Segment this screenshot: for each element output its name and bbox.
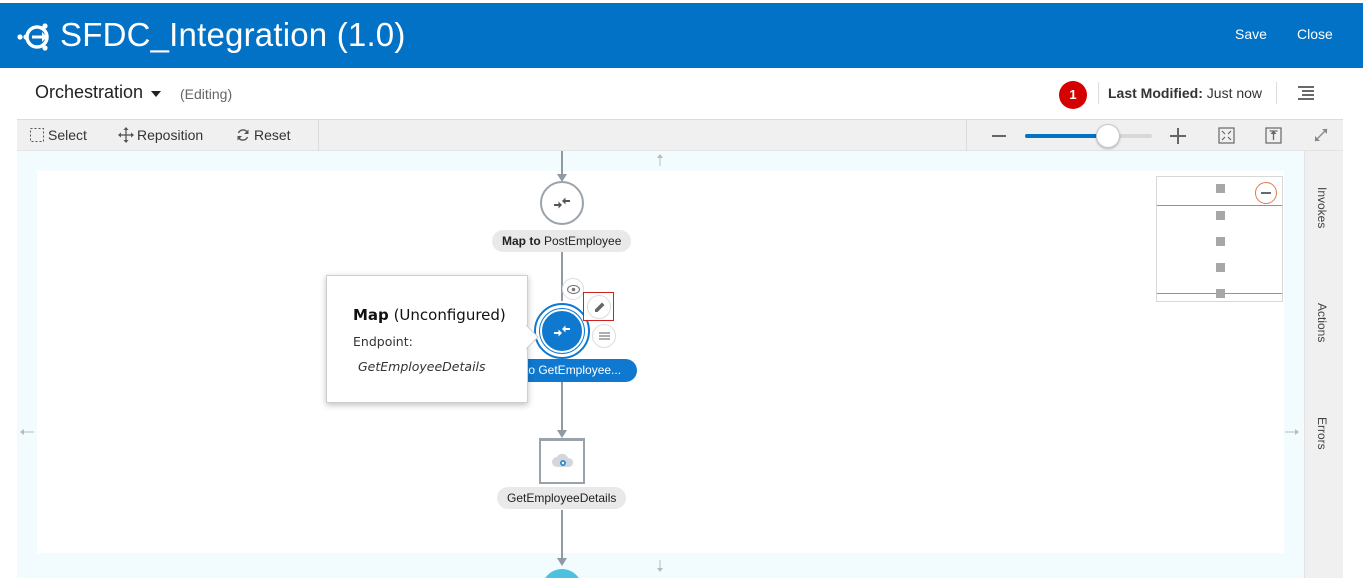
save-button[interactable]: Save xyxy=(1235,26,1267,42)
reposition-tool-button[interactable]: Reposition xyxy=(118,127,203,143)
node-label-rest: PostEmployee xyxy=(540,234,622,248)
zoom-out-icon[interactable] xyxy=(987,126,1011,146)
menu-lines-icon xyxy=(599,332,610,340)
select-marquee-icon xyxy=(30,128,44,142)
node-label-bold: Map to xyxy=(502,234,541,248)
cloud-service-icon xyxy=(552,453,574,467)
orchestration-canvas[interactable]: Map to PostEmployee to GetEmployee... Ge… xyxy=(17,151,1304,578)
minimap[interactable] xyxy=(1156,176,1283,302)
zoom-slider-fill xyxy=(1025,134,1108,138)
zoom-slider-thumb[interactable] xyxy=(1095,124,1120,148)
scroll-right-arrow-icon[interactable] xyxy=(1284,426,1300,438)
popup-endpoint-value: GetEmployeeDetails xyxy=(358,359,486,374)
zoom-slider[interactable] xyxy=(1025,124,1152,148)
node-label-map-post-employee[interactable]: Map to PostEmployee xyxy=(492,230,632,252)
page-title: SFDC_Integration (1.0) xyxy=(60,16,406,53)
reset-label: Reset xyxy=(254,127,291,143)
last-modified-value: Just now xyxy=(1206,85,1263,101)
scroll-down-arrow-icon[interactable] xyxy=(654,559,666,573)
divider xyxy=(966,120,967,151)
minimap-collapse-button[interactable] xyxy=(1255,182,1277,204)
eye-icon xyxy=(567,285,580,294)
map-arrows-icon xyxy=(554,197,570,209)
chevron-down-icon[interactable] xyxy=(151,91,161,97)
minus-icon xyxy=(1261,192,1271,194)
minimap-node xyxy=(1216,263,1225,272)
select-tool-button[interactable]: Select xyxy=(29,127,87,143)
edit-node-button[interactable] xyxy=(583,292,614,321)
edit-node-circle xyxy=(587,295,611,319)
divider xyxy=(1276,82,1277,104)
invoke-node-get-employee-details[interactable] xyxy=(539,438,585,484)
hamburger-menu-icon[interactable] xyxy=(1296,84,1316,102)
move-arrows-icon xyxy=(118,127,134,143)
refresh-icon xyxy=(237,129,249,141)
divider xyxy=(318,120,319,151)
popup-pointer xyxy=(526,325,539,349)
zoom-in-icon[interactable] xyxy=(1167,125,1189,147)
divider xyxy=(1098,82,1099,104)
node-menu-button[interactable] xyxy=(592,324,616,348)
last-modified-label: Last Modified: xyxy=(1108,85,1203,101)
pencil-icon xyxy=(595,302,605,312)
app-header: SFDC_Integration (1.0) Save Close xyxy=(0,0,1363,68)
subheader: Orchestration (Editing) 1 Last Modified:… xyxy=(0,68,1363,119)
reset-button[interactable]: Reset xyxy=(235,127,291,143)
map-node-post-employee[interactable] xyxy=(540,181,584,225)
popup-status: (Unconfigured) xyxy=(393,306,506,324)
scroll-left-arrow-icon[interactable] xyxy=(19,426,35,438)
scroll-up-arrow-icon[interactable] xyxy=(654,153,666,167)
view-node-button[interactable] xyxy=(562,278,584,300)
integration-logo-icon xyxy=(17,23,49,51)
flow-connectors xyxy=(557,151,567,566)
minimap-node xyxy=(1216,237,1225,246)
popup-endpoint-label: Endpoint: xyxy=(353,334,413,349)
map-node-inner xyxy=(540,309,584,353)
node-label-text: to GetEmployee... xyxy=(525,363,622,377)
canvas-toolbar: Select Reposition Reset xyxy=(17,119,1343,151)
popup-title-name: Map xyxy=(353,306,389,324)
map-node-get-employee-selected[interactable] xyxy=(534,303,590,359)
minimap-node xyxy=(1216,184,1225,193)
select-tool-label: Select xyxy=(48,127,87,143)
tab-errors[interactable]: Errors xyxy=(1315,417,1329,450)
minimap-viewport-top xyxy=(1157,205,1282,206)
node-label-get-employee-details[interactable]: GetEmployeeDetails xyxy=(497,487,627,509)
canvas-content-area xyxy=(37,171,1284,553)
minimap-node xyxy=(1216,289,1225,298)
tab-invokes[interactable]: Invokes xyxy=(1315,187,1329,229)
last-modified: Last Modified: Just now xyxy=(1108,85,1262,101)
map-arrows-icon xyxy=(554,325,570,337)
node-info-popup: Map (Unconfigured) Endpoint: GetEmployee… xyxy=(326,275,528,403)
fit-to-screen-icon[interactable] xyxy=(1218,127,1236,145)
minimap-node xyxy=(1216,211,1225,220)
popup-title: Map (Unconfigured) xyxy=(353,306,506,324)
next-node[interactable] xyxy=(542,569,582,578)
view-selector[interactable]: Orchestration xyxy=(35,82,144,102)
tab-actions[interactable]: Actions xyxy=(1315,303,1329,343)
close-button[interactable]: Close xyxy=(1297,26,1333,42)
reposition-tool-label: Reposition xyxy=(137,127,204,143)
scroll-to-top-icon[interactable] xyxy=(1265,127,1283,145)
side-panel-rail: Invokes Actions Errors xyxy=(1304,151,1343,578)
mode-indicator: (Editing) xyxy=(180,86,233,102)
error-count-badge[interactable]: 1 xyxy=(1059,81,1087,109)
expand-icon[interactable] xyxy=(1313,127,1329,143)
